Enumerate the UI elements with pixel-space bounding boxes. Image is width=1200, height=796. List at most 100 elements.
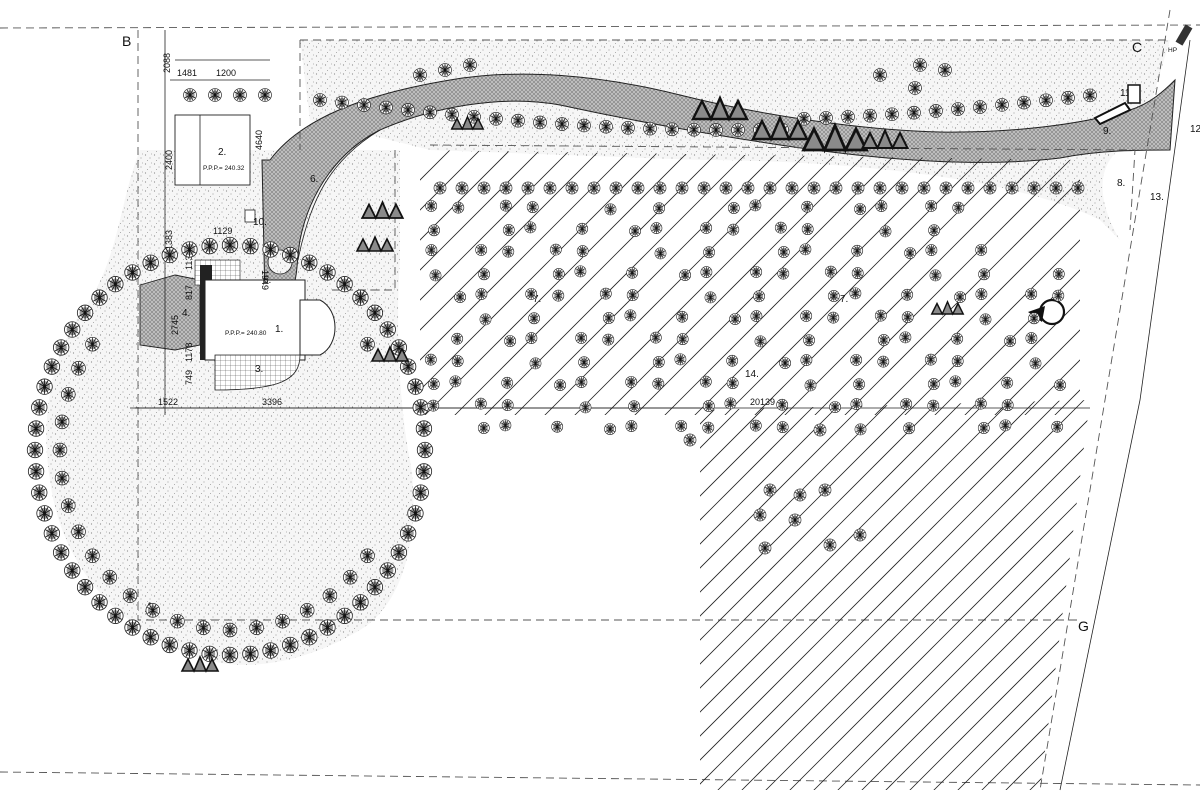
tree-icon (679, 269, 692, 281)
tree-icon (927, 399, 940, 412)
tree-icon (777, 267, 790, 280)
tree-icon (521, 181, 535, 195)
tree-icon (818, 483, 832, 497)
tree-icon (122, 588, 138, 603)
tree-icon (624, 309, 637, 322)
tree-icon (704, 291, 717, 304)
tree-icon (729, 313, 742, 325)
steps-number: 5. (263, 275, 271, 286)
gate-detail (1093, 24, 1193, 126)
tree-icon (242, 645, 259, 663)
tree-icon (577, 118, 591, 133)
tree-icon (551, 420, 564, 433)
tree-icon (301, 629, 318, 646)
tree-icon (499, 199, 512, 212)
tree-icon (829, 181, 843, 195)
tree-icon (776, 398, 789, 411)
tree-icon (1071, 181, 1085, 195)
tree-icon (800, 354, 813, 367)
tree-icon (788, 513, 802, 527)
tree-icon (102, 569, 118, 585)
tree-icon (824, 265, 837, 278)
dim-2400: 2400 (164, 150, 174, 170)
tree-icon (949, 375, 962, 388)
tree-icon (779, 357, 792, 369)
tree-icon (709, 123, 723, 137)
tree-icon (352, 594, 369, 611)
tree-icon (904, 247, 917, 259)
tree-icon (31, 399, 48, 416)
tree-icon (477, 181, 491, 195)
tree-icon (665, 122, 679, 137)
tree-icon (763, 483, 777, 497)
tree-icon (477, 422, 490, 434)
tree-icon (504, 335, 517, 347)
tree-icon (621, 120, 635, 135)
tree-icon (602, 312, 615, 324)
tree-icon (379, 100, 393, 115)
dim-749: 749 (184, 370, 194, 385)
tree-icon (924, 353, 937, 366)
tree-icon (652, 377, 665, 390)
tree-icon (52, 442, 68, 458)
tree-icon (1027, 181, 1041, 195)
tree-icon (61, 498, 76, 513)
tree-icon (753, 290, 766, 303)
tree-icon (429, 269, 442, 282)
tree-icon (107, 607, 124, 625)
tree-icon (1051, 420, 1064, 433)
tree-icon (1039, 93, 1053, 108)
tree-icon (416, 441, 434, 459)
tree-icon (489, 111, 503, 126)
tree-icon (687, 122, 701, 137)
tree-icon (873, 181, 887, 195)
tree-icon (978, 268, 991, 281)
entrance-number: 4. (182, 308, 190, 319)
tree-icon (183, 88, 197, 102)
tree-icon (1049, 181, 1063, 195)
tree-icon (801, 223, 814, 236)
tree-icon (703, 246, 716, 259)
tree-icon (851, 181, 865, 195)
tree-icon (877, 355, 890, 368)
tree-icon (763, 181, 777, 195)
tree-icon (424, 353, 437, 366)
tree-icon (511, 113, 525, 128)
verge-number: 13. (1150, 192, 1164, 203)
tree-icon (1017, 95, 1031, 110)
tree-icon (579, 401, 592, 414)
dim-1129: 1129 (213, 226, 232, 236)
tree-icon (874, 309, 887, 322)
tree-icon (565, 181, 579, 195)
tree-icon (499, 419, 512, 432)
tree-icon (64, 562, 81, 579)
dim-1200: 1200 (216, 68, 236, 78)
tree-icon (827, 311, 840, 324)
tree-icon (626, 289, 639, 302)
tree-icon (653, 181, 667, 195)
shrub-icon (802, 124, 868, 152)
tree-icon (983, 181, 997, 195)
tree-icon (576, 245, 589, 258)
tree-icon (574, 265, 587, 278)
orchard-hatch (420, 150, 1080, 415)
tree-icon (1029, 357, 1042, 370)
tree-icon (650, 222, 663, 235)
tree-icon (917, 181, 931, 195)
tree-icon (1005, 181, 1019, 195)
tree-icon (676, 333, 689, 346)
tree-icon (438, 63, 452, 77)
tree-icon (433, 181, 447, 195)
tree-icon (181, 642, 198, 659)
tree-icon (731, 123, 745, 137)
tree-icon (379, 562, 396, 579)
tree-icon (454, 291, 467, 303)
tree-icon (27, 420, 45, 437)
tree-icon (908, 81, 922, 95)
kiosk-number: 11. (1120, 88, 1133, 99)
tree-icon (863, 108, 877, 123)
tree-icon (675, 181, 689, 195)
tree-icon (142, 254, 159, 271)
tree-icon (851, 267, 864, 280)
tree-icon (475, 244, 488, 256)
